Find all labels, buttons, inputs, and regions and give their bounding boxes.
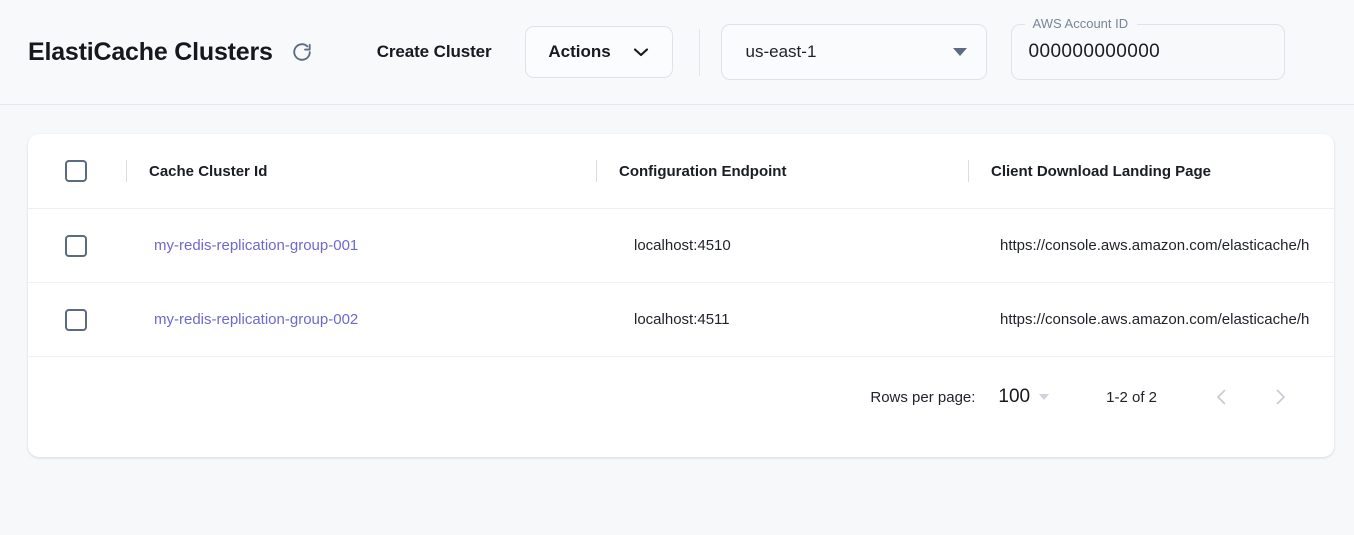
chevron-left-icon — [1212, 387, 1232, 407]
table-header-row: Cache Cluster Id Configuration Endpoint … — [28, 134, 1334, 209]
next-page-button[interactable] — [1260, 377, 1300, 417]
row-select-checkbox[interactable] — [65, 308, 87, 331]
toolbar-divider — [698, 28, 700, 76]
pagination-range-label: 1-2 of 2 — [1106, 388, 1157, 406]
select-all-header — [28, 134, 126, 209]
column-header-label: Configuration Endpoint — [619, 162, 787, 180]
create-cluster-button[interactable]: Create Cluster — [376, 42, 492, 61]
column-header-configuration-endpoint[interactable]: Configuration Endpoint — [596, 134, 968, 209]
chevron-right-icon — [1270, 387, 1290, 407]
aws-account-id-input[interactable] — [1028, 24, 1273, 80]
rows-per-page-label: Rows per page: — [870, 388, 976, 406]
triangle-down-icon — [952, 48, 967, 56]
app-header: ElastiCache Clusters Create Cluster Acti… — [0, 0, 1354, 105]
cache-cluster-id-link[interactable]: my-redis-replication-group-001 — [154, 236, 359, 254]
clusters-card: Cache Cluster Id Configuration Endpoint … — [28, 134, 1334, 457]
previous-page-button[interactable] — [1202, 377, 1242, 417]
column-resize-handle[interactable] — [968, 160, 969, 182]
region-select-value: us-east-1 — [745, 42, 817, 61]
refresh-icon — [291, 41, 313, 63]
table-body: my-redis-replication-group-001 localhost… — [28, 208, 1334, 357]
column-resize-handle[interactable] — [126, 160, 127, 182]
table-row[interactable]: my-redis-replication-group-002 localhost… — [28, 282, 1334, 357]
pagination-bar: Rows per page: 100 1-2 of 2 — [28, 357, 1334, 437]
region-select[interactable]: us-east-1 — [720, 24, 987, 80]
cell-configuration-endpoint: localhost:4511 — [596, 282, 968, 357]
row-select-checkbox[interactable] — [65, 234, 87, 257]
column-header-client-download-landing-page[interactable]: Client Download Landing Page — [968, 134, 1334, 209]
configuration-endpoint-value: localhost:4510 — [634, 237, 731, 254]
chevron-down-icon — [633, 47, 649, 57]
triangle-down-icon — [1039, 394, 1050, 400]
table-row[interactable]: my-redis-replication-group-001 localhost… — [28, 208, 1334, 283]
cell-client-download-landing-page: https://console.aws.amazon.com/elasticac… — [968, 282, 1334, 357]
client-download-landing-page-value: https://console.aws.amazon.com/elasticac… — [1000, 311, 1310, 328]
column-resize-handle[interactable] — [596, 160, 597, 182]
table-header: Cache Cluster Id Configuration Endpoint … — [28, 134, 1334, 209]
aws-account-id-field[interactable]: AWS Account ID — [1010, 16, 1285, 80]
client-download-landing-page-value: https://console.aws.amazon.com/elasticac… — [1000, 237, 1310, 254]
rows-per-page-select[interactable]: 100 — [998, 386, 1050, 408]
cell-configuration-endpoint: localhost:4510 — [596, 208, 968, 283]
cache-cluster-id-link[interactable]: my-redis-replication-group-002 — [154, 310, 359, 328]
page-title: ElastiCache Clusters — [28, 37, 273, 66]
select-all-checkbox[interactable] — [65, 160, 87, 182]
actions-button[interactable]: Actions — [524, 26, 673, 78]
row-select-cell — [28, 282, 126, 357]
clusters-table: Cache Cluster Id Configuration Endpoint … — [28, 134, 1334, 357]
column-header-label: Cache Cluster Id — [149, 162, 268, 180]
column-header-label: Client Download Landing Page — [991, 162, 1212, 180]
column-header-cache-cluster-id[interactable]: Cache Cluster Id — [126, 134, 596, 209]
rows-per-page-value: 100 — [998, 386, 1031, 407]
cell-client-download-landing-page: https://console.aws.amazon.com/elasticac… — [968, 208, 1334, 283]
row-select-cell — [28, 208, 126, 283]
cell-cache-cluster-id: my-redis-replication-group-002 — [126, 282, 596, 357]
actions-button-label: Actions — [548, 42, 611, 61]
configuration-endpoint-value: localhost:4511 — [634, 311, 730, 328]
refresh-button[interactable] — [287, 37, 317, 67]
cell-cache-cluster-id: my-redis-replication-group-001 — [126, 208, 596, 283]
